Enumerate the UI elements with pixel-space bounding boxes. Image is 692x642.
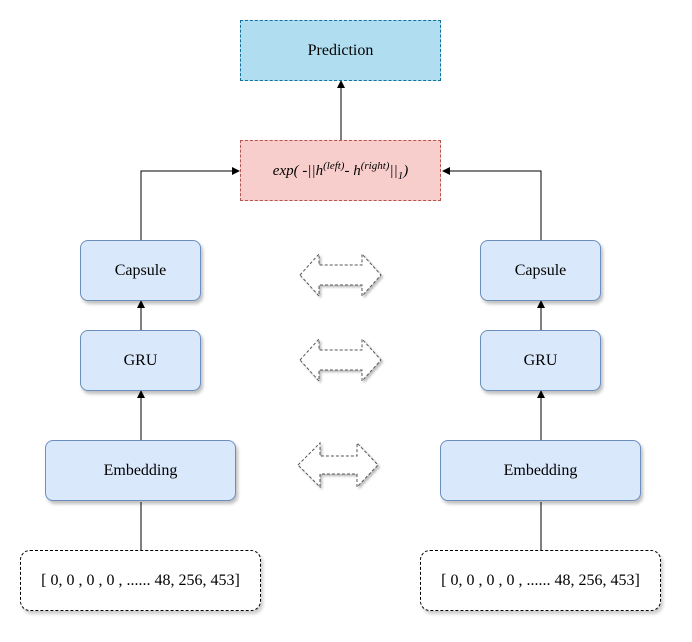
prediction-label: Prediction: [307, 41, 374, 59]
right-embedding-node: Embedding: [440, 440, 641, 501]
left-embedding-node: Embedding: [45, 440, 236, 501]
left-capsule-node: Capsule: [80, 240, 201, 301]
similarity-formula: exp( -||h(left)- h(right)||1): [272, 159, 409, 182]
edge-right-capsule-similarity: [442, 167, 542, 240]
prediction-node: Prediction: [240, 20, 441, 81]
double-arrow-icon: [297, 441, 379, 489]
right-embedding-label: Embedding: [503, 461, 578, 479]
right-input-node: [ 0, 0 , 0 , 0 , ...... 48, 256, 453]: [420, 550, 661, 611]
right-gru-label: GRU: [523, 351, 558, 369]
left-input-label: [ 0, 0 , 0 , 0 , ...... 48, 256, 453]: [41, 571, 240, 589]
right-input-label: [ 0, 0 , 0 , 0 , ...... 48, 256, 453]: [441, 571, 640, 589]
right-capsule-label: Capsule: [514, 261, 567, 279]
similarity-node: exp( -||h(left)- h(right)||1): [240, 140, 441, 201]
double-arrow-icon: [299, 337, 382, 383]
left-capsule-label: Capsule: [114, 261, 167, 279]
left-gru-node: GRU: [80, 330, 201, 391]
left-gru-label: GRU: [123, 351, 158, 369]
left-embedding-label: Embedding: [103, 461, 178, 479]
double-arrow-icon: [299, 252, 382, 298]
edge-left-capsule-similarity: [140, 167, 240, 240]
right-capsule-node: Capsule: [480, 240, 601, 301]
left-input-node: [ 0, 0 , 0 , 0 , ...... 48, 256, 453]: [20, 550, 261, 611]
right-gru-node: GRU: [480, 330, 601, 391]
